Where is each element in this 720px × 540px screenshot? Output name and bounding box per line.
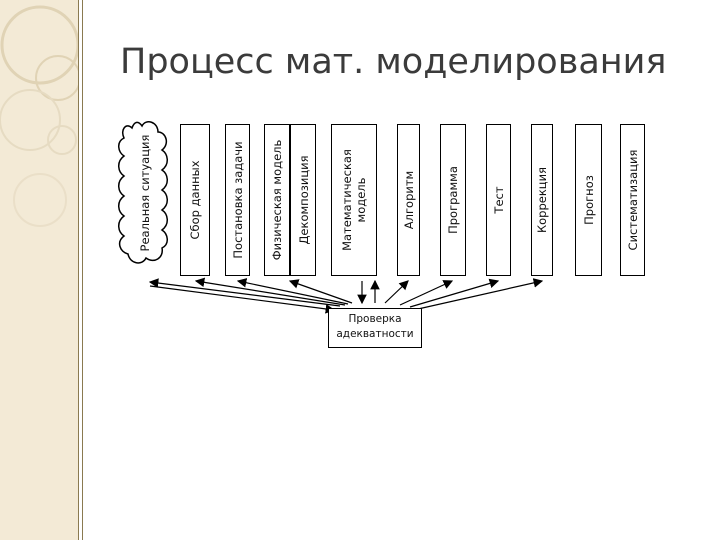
arrow-to-corr — [418, 281, 542, 309]
arrow-to-real — [150, 282, 340, 306]
adequacy-check-line1: Проверка — [329, 312, 421, 327]
adequacy-check-line2: адекватности — [329, 327, 421, 342]
arrow-to-phys — [290, 281, 352, 303]
arrow-to-algo — [385, 281, 408, 303]
adequacy-check-box: Проверка адекватности — [328, 308, 422, 348]
arrow-to-prog — [400, 281, 452, 305]
arrow-from-real — [150, 286, 334, 310]
